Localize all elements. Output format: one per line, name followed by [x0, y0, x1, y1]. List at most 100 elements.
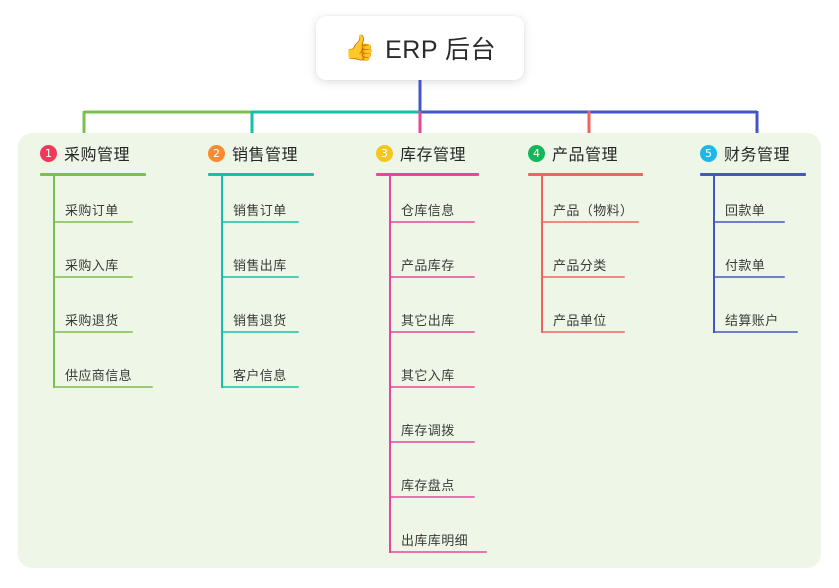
- tree-node-label: 采购退货: [65, 313, 119, 328]
- tree-node-label: 产品库存: [401, 258, 455, 273]
- tree-node-label: 仓库信息: [401, 203, 455, 218]
- diagram-panel: [18, 133, 821, 568]
- tree-node-label: 采购入库: [65, 258, 119, 273]
- root-title-card[interactable]: 👍 ERP 后台: [316, 16, 524, 80]
- tree-node-rule: [389, 276, 475, 278]
- tree-node[interactable]: 产品（物料）: [528, 176, 643, 231]
- tree-node-rule: [221, 221, 299, 223]
- tree-node[interactable]: 仓库信息: [376, 176, 479, 231]
- tree-node[interactable]: 产品分类: [528, 231, 643, 286]
- tree-node[interactable]: 采购订单: [40, 176, 146, 231]
- tree-node-label: 产品分类: [553, 258, 607, 273]
- column-tree: 销售订单销售出库销售退货客户信息: [208, 176, 314, 396]
- column-header-rule: [40, 173, 146, 176]
- tree-node-label: 回款单: [725, 203, 766, 218]
- column-header-rule: [700, 173, 806, 176]
- tree-node-rule: [713, 331, 798, 333]
- column-title-label: 产品管理: [552, 147, 619, 164]
- column-tree: 回款单付款单结算账户: [700, 176, 806, 341]
- tree-spine: [53, 176, 55, 388]
- tree-node[interactable]: 采购退货: [40, 286, 146, 341]
- tree-node[interactable]: 销售退货: [208, 286, 314, 341]
- tree-node[interactable]: 产品库存: [376, 231, 479, 286]
- tree-node-rule: [221, 331, 299, 333]
- tree-node-rule: [713, 276, 785, 278]
- tree-spine: [389, 176, 391, 553]
- tree-node-rule: [389, 551, 487, 553]
- tree-spine: [541, 176, 543, 333]
- tree-node[interactable]: 采购入库: [40, 231, 146, 286]
- tree-node-rule: [221, 276, 299, 278]
- column-header[interactable]: 3 库存管理: [376, 139, 479, 167]
- tree-node-rule: [221, 386, 299, 388]
- tree-node-rule: [541, 221, 639, 223]
- column-number-badge: 2: [208, 144, 225, 162]
- tree-node[interactable]: 销售出库: [208, 231, 314, 286]
- tree-node-rule: [541, 276, 625, 278]
- tree-node[interactable]: 销售订单: [208, 176, 314, 231]
- tree-node-label: 库存盘点: [401, 478, 455, 493]
- tree-node[interactable]: 付款单: [700, 231, 806, 286]
- tree-node-label: 销售出库: [233, 258, 287, 273]
- tree-node[interactable]: 客户信息: [208, 341, 314, 396]
- column-number-badge: 3: [376, 144, 393, 162]
- tree-node[interactable]: 其它入库: [376, 341, 479, 396]
- column-销售管理: 2 销售管理销售订单销售出库销售退货客户信息: [208, 139, 314, 396]
- tree-node-rule: [53, 386, 153, 388]
- tree-node-label: 出库库明细: [401, 533, 469, 548]
- tree-node-label: 客户信息: [233, 368, 287, 383]
- tree-node[interactable]: 产品单位: [528, 286, 643, 341]
- tree-node-rule: [53, 221, 133, 223]
- tree-node-rule: [541, 331, 625, 333]
- tree-spine: [221, 176, 223, 388]
- tree-node-label: 销售订单: [233, 203, 287, 218]
- tree-node[interactable]: 供应商信息: [40, 341, 153, 396]
- tree-node[interactable]: 库存盘点: [376, 451, 479, 506]
- column-tree: 产品（物料） 产品分类产品单位: [528, 176, 643, 341]
- tree-node-label: 其它出库: [401, 313, 455, 328]
- tree-node-label: 产品单位: [553, 313, 607, 328]
- tree-node[interactable]: 其它出库: [376, 286, 479, 341]
- column-header-rule: [208, 173, 314, 176]
- tree-node-label: 其它入库: [401, 368, 455, 383]
- tree-node-rule: [389, 221, 475, 223]
- column-tree: 仓库信息产品库存其它出库其它入库库存调拨库存盘点出库库明细: [376, 176, 487, 561]
- tree-node-rule: [53, 331, 133, 333]
- tree-node-rule: [389, 331, 475, 333]
- thumbs-up-icon: 👍: [343, 33, 376, 62]
- tree-spine: [713, 176, 715, 333]
- column-number-badge: 4: [528, 144, 545, 162]
- tree-node-label: 供应商信息: [65, 368, 133, 383]
- tree-node-label: 结算账户: [725, 313, 779, 328]
- tree-node[interactable]: 结算账户: [700, 286, 806, 341]
- column-header[interactable]: 2 销售管理: [208, 139, 314, 167]
- column-tree: 采购订单采购入库采购退货供应商信息: [40, 176, 153, 396]
- column-header-rule: [376, 173, 479, 176]
- root-title-label: ERP 后台: [385, 36, 497, 64]
- tree-node[interactable]: 出库库明细: [376, 506, 487, 561]
- tree-node-rule: [389, 386, 475, 388]
- tree-node-label: 库存调拨: [401, 423, 455, 438]
- column-header-rule: [528, 173, 643, 176]
- column-产品管理: 4 产品管理产品（物料） 产品分类产品单位: [528, 139, 643, 341]
- tree-node-label: 付款单: [725, 258, 766, 273]
- tree-node-rule: [389, 496, 475, 498]
- tree-node-label: 采购订单: [65, 203, 119, 218]
- tree-node-rule: [389, 441, 475, 443]
- tree-node-rule: [53, 276, 133, 278]
- tree-node-rule: [713, 221, 785, 223]
- column-库存管理: 3 库存管理仓库信息产品库存其它出库其它入库库存调拨库存盘点出库库明细: [376, 139, 487, 561]
- tree-node[interactable]: 库存调拨: [376, 396, 479, 451]
- column-header[interactable]: 4 产品管理: [528, 139, 643, 167]
- tree-node-label: 产品（物料）: [553, 203, 634, 218]
- tree-node[interactable]: 回款单: [700, 176, 806, 231]
- column-title-label: 销售管理: [232, 147, 299, 164]
- column-title-label: 财务管理: [724, 147, 791, 164]
- column-title-label: 库存管理: [400, 147, 467, 164]
- tree-node-label: 销售退货: [233, 313, 287, 328]
